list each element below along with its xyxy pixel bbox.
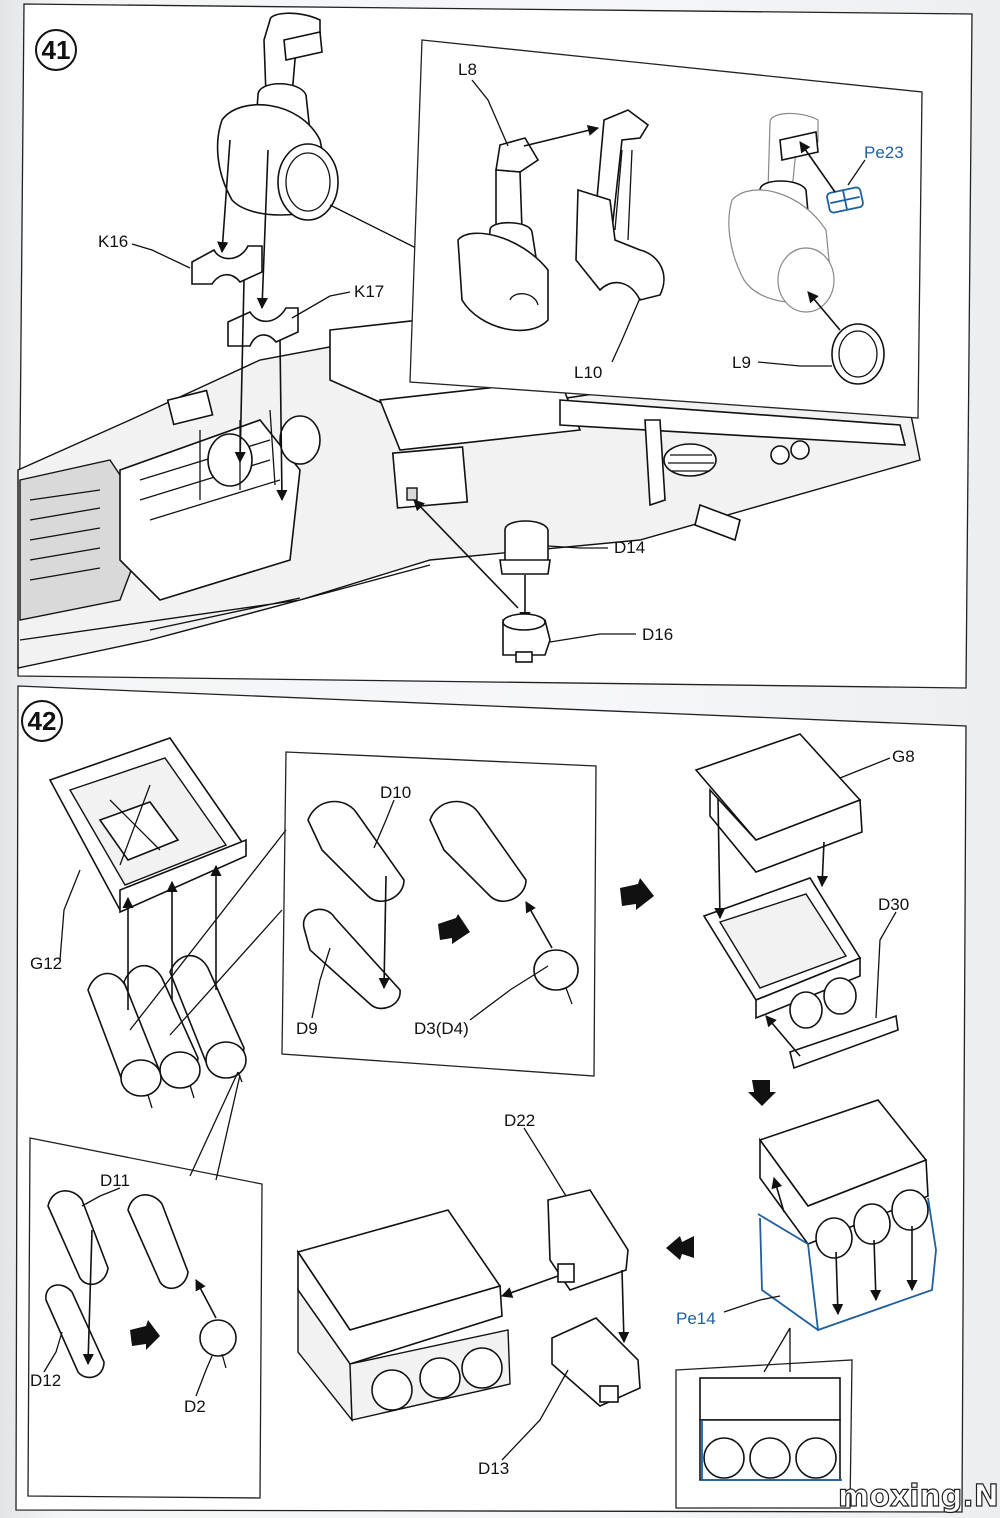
label-g8: G8 [892, 747, 915, 766]
step-42-panel: 42 [15, 685, 967, 1513]
part-d9 [302, 908, 401, 1010]
label-l8: L8 [458, 60, 477, 79]
part-d30 [789, 1014, 899, 1070]
label-l9: L9 [732, 353, 751, 372]
part-d16 [502, 613, 551, 663]
label-d16: D16 [642, 625, 673, 644]
step-41-number: 41 [42, 35, 71, 65]
assembly-pe14 [757, 1099, 937, 1332]
label-d2: D2 [184, 1397, 206, 1416]
label-pe14: Pe14 [676, 1309, 716, 1328]
part-d14 [499, 520, 551, 575]
part-g12 [48, 737, 248, 914]
label-k16: K16 [98, 232, 128, 251]
cylinders-3-left [87, 954, 247, 1109]
part-d13 [551, 1317, 641, 1407]
exhaust-assembly-41 [216, 12, 339, 221]
label-d13: D13 [478, 1459, 509, 1478]
label-d11: D11 [100, 1171, 130, 1190]
step-41-inset [409, 39, 923, 419]
part-d11 [47, 1190, 109, 1286]
exhaust-pe23-assembly [728, 112, 885, 385]
part-l8 [457, 137, 549, 332]
label-d30: D30 [878, 895, 909, 914]
step-42-number: 42 [28, 706, 57, 736]
final-assembly-42 [296, 1209, 511, 1423]
label-d22: D22 [504, 1111, 535, 1130]
label-d12: D12 [30, 1371, 61, 1390]
part-d3 [533, 949, 579, 991]
tray-cylinders-right [702, 877, 899, 1070]
inset-pe14-detail [675, 1327, 853, 1509]
label-d9: D9 [296, 1019, 318, 1038]
label-l10: L10 [574, 363, 602, 382]
part-d2 [199, 1319, 237, 1357]
inset-d10-d9 [129, 751, 597, 1077]
label-pe23: Pe23 [864, 143, 904, 162]
label-d10: D10 [380, 783, 411, 802]
part-k16 [191, 245, 263, 285]
part-l10 [575, 109, 665, 301]
label-d14: D14 [614, 538, 645, 557]
label-k17: K17 [354, 282, 384, 301]
label-g12: G12 [30, 954, 62, 973]
label-d3-d4: D3(D4) [414, 1019, 469, 1038]
part-g8 [694, 733, 863, 873]
watermark: moxing.NET [838, 1479, 1000, 1514]
part-k17 [227, 307, 299, 347]
